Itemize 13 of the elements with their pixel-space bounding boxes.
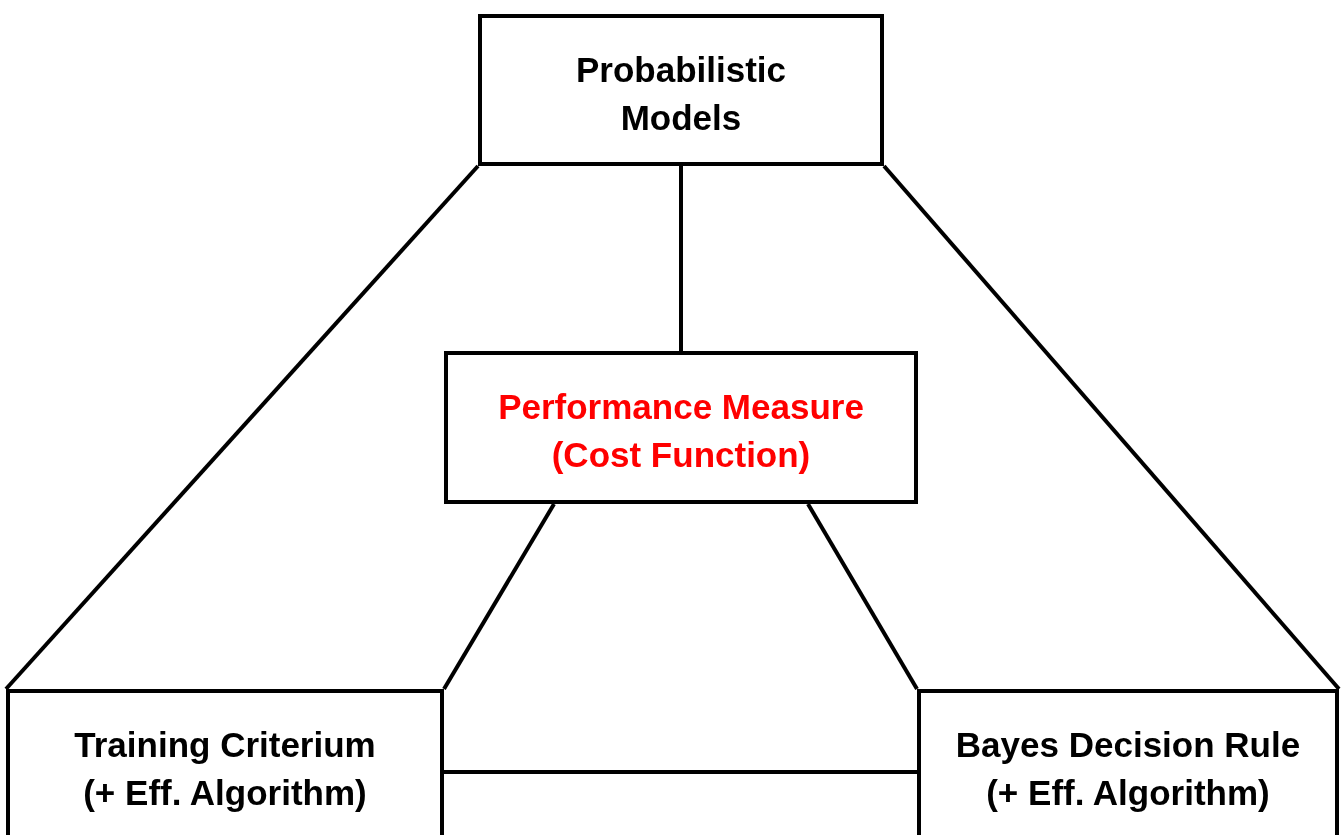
cost-function-box: [444, 351, 918, 504]
connector-line: [444, 770, 917, 774]
connector-line: [4, 164, 480, 691]
node-label: Probabilistic Models: [574, 49, 788, 139]
node-label: Training Criterium (+ Eff. Algorithm): [73, 724, 377, 814]
connector-line: [806, 503, 919, 690]
connector-line: [442, 502, 556, 691]
node-label: Bayes Decision Rule (+ Eff. Algorithm): [954, 724, 1302, 814]
connector-line: [679, 166, 683, 351]
model-box: [478, 14, 884, 166]
node-label: Performance Measure (Cost Function): [497, 386, 865, 476]
connector-line: [882, 164, 1341, 691]
training-box: [6, 689, 444, 835]
